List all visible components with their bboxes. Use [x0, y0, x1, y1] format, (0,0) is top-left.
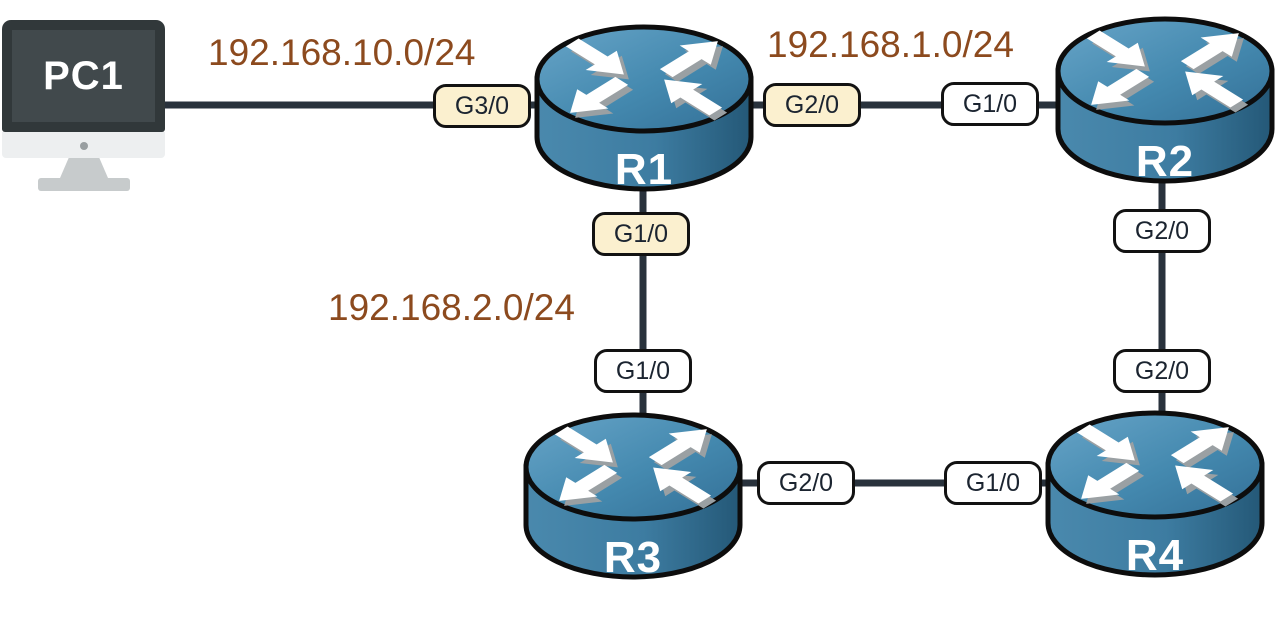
- interface-label-r2-g1-0: G1/0: [941, 82, 1039, 126]
- network-label-r1-r2: 192.168.1.0/24: [767, 24, 1014, 65]
- network-label-pc1-r1: 192.168.10.0/24: [208, 32, 476, 73]
- interface-label-r1-g3-0: G3/0: [433, 84, 531, 128]
- interface-label-r4-g2-0: G2/0: [1113, 349, 1211, 393]
- device-r3: R3: [521, 409, 745, 585]
- interface-label-r3-g1-0: G1/0: [594, 349, 692, 393]
- device-r2: R2: [1053, 13, 1277, 189]
- r4-label: R4: [1125, 531, 1185, 580]
- interface-label-r1-g2-0: G2/0: [763, 83, 861, 127]
- pc-monitor-screen: PC1: [12, 30, 155, 122]
- pc-monitor-base: [38, 178, 130, 191]
- r2-label: R2: [1135, 137, 1195, 186]
- r1-label: R1: [614, 145, 674, 194]
- pc-monitor-stand: [60, 158, 108, 178]
- device-pc1: PC1: [2, 20, 168, 192]
- network-label-r1-r3: 192.168.2.0/24: [328, 287, 575, 328]
- device-r1: R1: [532, 21, 756, 197]
- r3-label: R3: [603, 533, 663, 582]
- interface-label-r1-g1-0: G1/0: [592, 212, 690, 256]
- interface-label-r3-g2-0: G2/0: [757, 461, 855, 505]
- device-r4: R4: [1043, 407, 1267, 583]
- interface-label-r2-g2-0: G2/0: [1113, 209, 1211, 253]
- pc-monitor-button: [80, 142, 88, 150]
- pc1-label: PC1: [43, 53, 124, 98]
- interface-label-r4-g1-0: G1/0: [944, 461, 1042, 505]
